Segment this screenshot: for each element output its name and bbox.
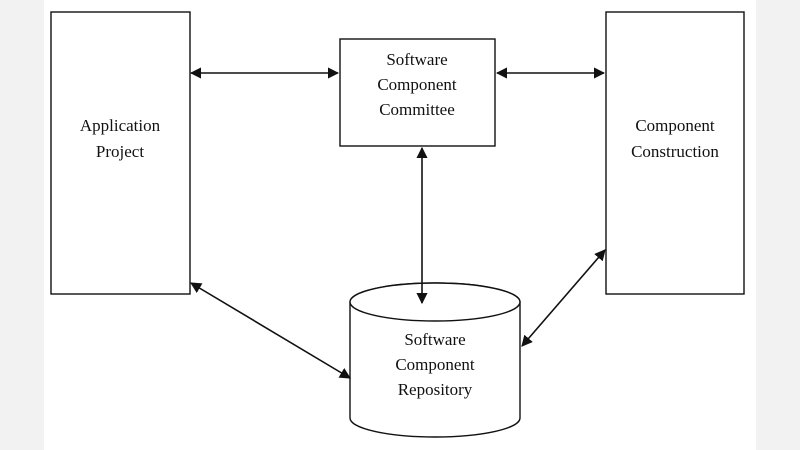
node-software-component-repository: Software Component Repository [349, 282, 521, 438]
node-application-project: Application Project [50, 11, 191, 295]
arrow-construction-to-repository [521, 249, 606, 347]
node-software-component-committee: Software Component Committee [339, 38, 496, 147]
committee-box [339, 38, 496, 147]
arrow-application-to-repository [190, 282, 351, 379]
application-project-label-line-1: Application [80, 116, 161, 135]
committee-label-line-2: Component [377, 75, 457, 94]
committee-label-line-1: Software [386, 50, 447, 69]
node-component-construction: Component Construction [605, 11, 745, 295]
component-construction-label-line-2: Construction [631, 142, 719, 161]
repository-label-line-1: Software [404, 330, 465, 349]
application-project-box [50, 11, 191, 295]
committee-label-line-3: Committee [379, 100, 455, 119]
repository-label-line-2: Component [395, 355, 475, 374]
repository-label-line-3: Repository [398, 380, 473, 399]
component-construction-label-line-1: Component [635, 116, 715, 135]
component-construction-box [605, 11, 745, 295]
application-project-label-line-2: Project [96, 142, 144, 161]
repository-cylinder-top [349, 282, 521, 322]
